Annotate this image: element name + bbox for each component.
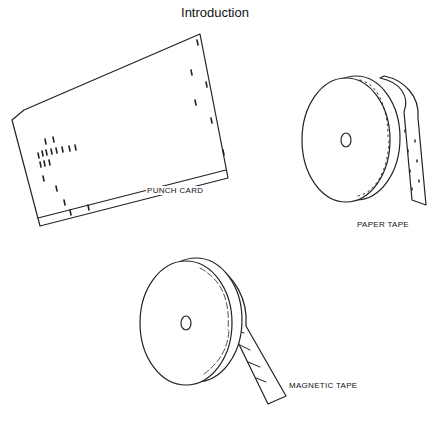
magnetic-tape-reel	[140, 258, 286, 404]
page-title: Introduction	[181, 5, 249, 20]
punch-card	[12, 34, 228, 226]
part-label: PAPER TAPE	[356, 220, 410, 229]
paper-tape-reel	[302, 76, 426, 205]
part-label: MAGNETIC TAPE	[288, 381, 359, 390]
part-label: PUNCH CARD	[146, 186, 204, 195]
